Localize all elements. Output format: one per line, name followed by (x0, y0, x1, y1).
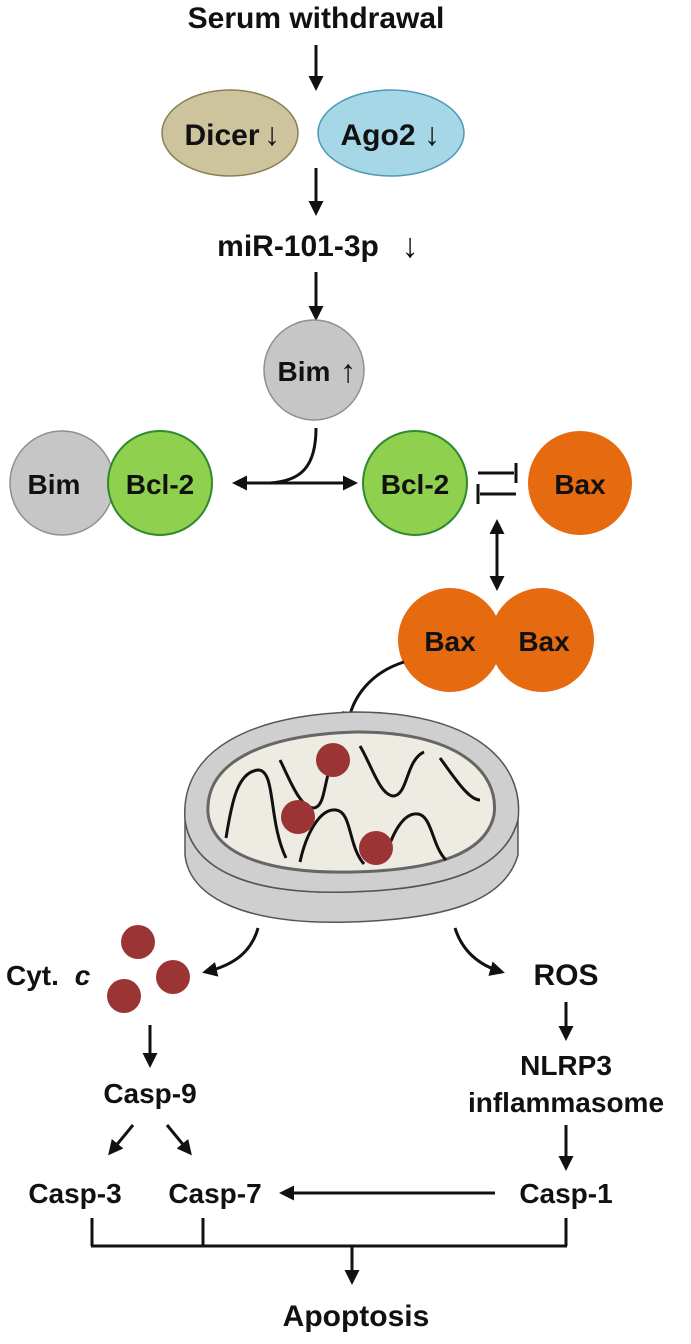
cyt-c-dot-2 (156, 960, 190, 994)
bax-dimer-right-label: Bax (518, 626, 570, 657)
bim-binding-curve (269, 427, 318, 485)
bax-single-label: Bax (554, 469, 606, 500)
cyt-c-prefix: Cyt. (6, 960, 59, 991)
serum-withdrawal-label: Serum withdrawal (188, 2, 445, 35)
bcl2-complex-label: Bcl-2 (126, 469, 194, 500)
cyt-c-italic: c (75, 960, 91, 991)
casp9-label: Casp-9 (103, 1078, 196, 1109)
casp7-label: Casp-7 (168, 1178, 261, 1209)
cyt-c-dot-mito-1 (316, 743, 350, 777)
bim-up-label: Bim (278, 356, 331, 387)
bax-dimer-right-node (490, 588, 594, 692)
ros-label: ROS (533, 959, 598, 992)
bim-up-node (263, 319, 365, 421)
nlrp3-label-line1: NLRP3 (520, 1050, 612, 1081)
arrow-casp9-to-casp7 (165, 1124, 192, 1156)
bim-up-arrow-icon: ↑ (340, 353, 356, 389)
arrow-mito-to-cytc (202, 927, 260, 977)
bax-single-node (528, 431, 632, 535)
mitochondrion-cristae (224, 745, 481, 865)
nlrp3-label-line2: inflammasome (468, 1087, 664, 1118)
cyt-c-dot-1 (121, 925, 155, 959)
bcl2-free-label: Bcl-2 (381, 469, 449, 500)
cyt-c-dot-3 (107, 979, 141, 1013)
bax-dimer-left-node (398, 588, 502, 692)
casp3-label: Casp-3 (28, 1178, 121, 1209)
cyt-c-dot-mito-2 (281, 800, 315, 834)
mirna-label: miR-101-3p (217, 230, 379, 263)
dicer-label: Dicer (184, 119, 259, 152)
bcl2-complex-node (107, 430, 213, 536)
cyt-c-label: Cyt. c (6, 960, 91, 991)
mirna-down-arrow-icon: ↓ (402, 227, 419, 265)
dicer-node (161, 89, 299, 177)
apoptosis-label: Apoptosis (283, 1300, 430, 1333)
mitochondrion-icon (184, 711, 520, 923)
bcl2-free-node (362, 430, 468, 536)
bax-dimer-left-label: Bax (424, 626, 476, 657)
casp1-label: Casp-1 (519, 1178, 612, 1209)
arrow-casp9-to-casp3 (108, 1124, 135, 1156)
ago2-label: Ago2 (341, 119, 416, 152)
bim-complex-label: Bim (28, 469, 81, 500)
mitochondrion-inner-membrane (206, 730, 497, 874)
cyt-c-dot-mito-3 (359, 831, 393, 865)
ago2-down-arrow-icon: ↓ (424, 116, 440, 152)
arrow-mito-to-ros (453, 927, 505, 976)
dicer-down-arrow-icon: ↓ (264, 116, 280, 152)
ago2-node (317, 89, 465, 177)
